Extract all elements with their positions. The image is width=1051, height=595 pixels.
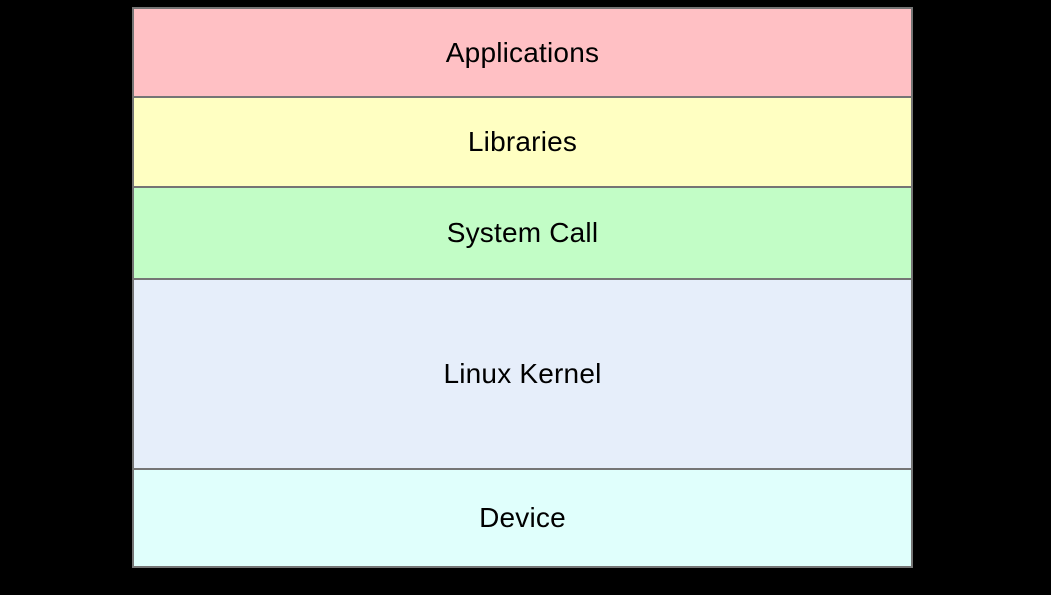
layer-applications: Applications (134, 9, 911, 98)
layer-applications-label: Applications (445, 36, 600, 68)
layer-linux-kernel-label: Linux Kernel (443, 358, 602, 389)
layer-libraries: Libraries (134, 98, 911, 188)
layer-device-label: Device (479, 502, 566, 533)
layer-system-call-label: System Call (446, 217, 599, 248)
layer-system-call: System Call (134, 188, 911, 280)
layer-libraries-label: Libraries (467, 126, 578, 157)
layer-linux-kernel: Linux Kernel (134, 280, 911, 470)
layer-device: Device (134, 470, 911, 566)
architecture-stack-diagram: Applications Libraries System Call Linux… (132, 7, 913, 568)
